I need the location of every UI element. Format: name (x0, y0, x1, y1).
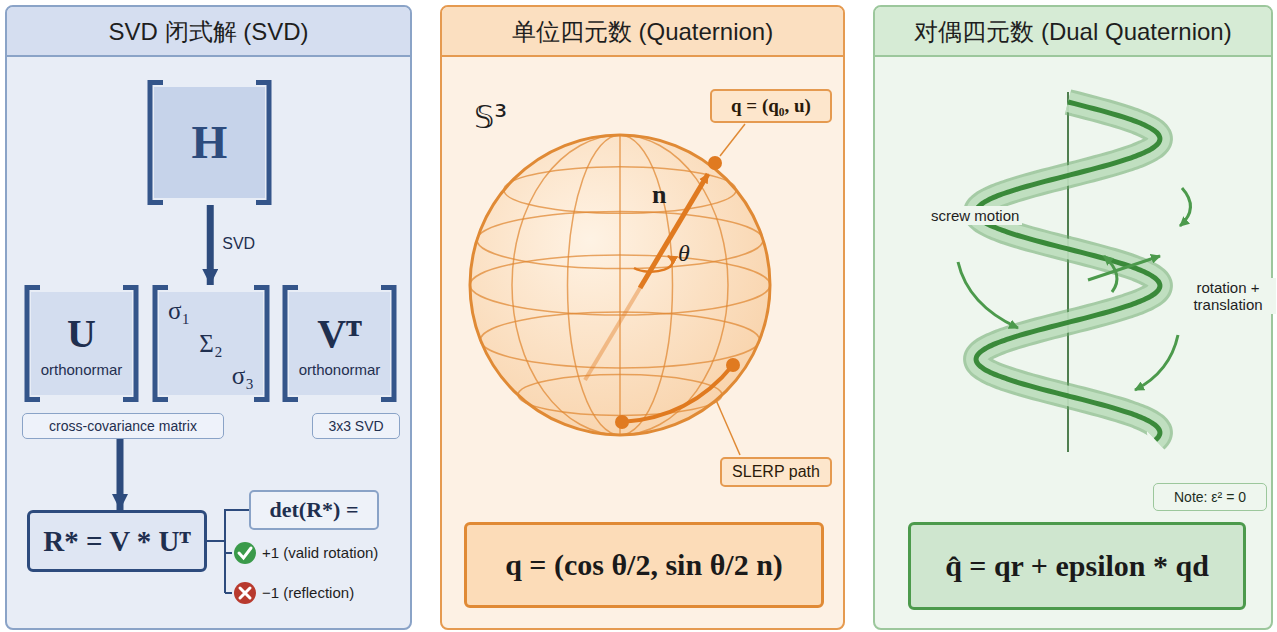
check-icon (234, 542, 256, 564)
panel: SVD 闭式解 (SVD) H Uorthonormar σ₁ Σ₂ σ₃ Vᵀ orthon… (5, 5, 412, 630)
matrix-fill (289, 292, 390, 395)
matrix-fill (159, 292, 263, 395)
motion-label: screw motion (928, 206, 1022, 225)
node-text: Vᵀ (317, 310, 361, 357)
bracket-line (225, 541, 232, 593)
matrix-fill (31, 292, 132, 395)
node-text: q = (q₀, u) (731, 95, 811, 117)
node-text: SVD 闭式解 (SVD) (7, 7, 410, 57)
node-text: 对偶四元数 (Dual Quaternion) (875, 7, 1271, 57)
matrix-box: σ₁ Σ₂ σ₃ (152, 285, 270, 402)
space-symbol: 𝕊³ (474, 98, 507, 136)
slerp-path (622, 365, 733, 422)
longitude-line (619, 135, 621, 435)
node-subtext: orthonormar (299, 361, 381, 378)
helix-ribbon (976, 102, 1160, 440)
leader-line (716, 400, 740, 455)
node-subtext: Σ₂ (199, 330, 222, 358)
slerp-point (726, 358, 740, 372)
node-text: SLERP path (732, 463, 820, 481)
slerp-point (615, 415, 629, 429)
angle-symbol: θ (678, 240, 690, 267)
connector (207, 510, 249, 541)
check-mark (239, 548, 251, 558)
node-text: R* = V * Uᵀ (43, 525, 190, 558)
motion-label: rotation + translation (1180, 278, 1276, 314)
formula-box: R* = V * Uᵀ (27, 510, 207, 572)
edge-label: SVD (222, 235, 255, 253)
rotation-arc (634, 256, 673, 272)
formula-box: q = (cos θ/2, sin θ/2 n) (464, 522, 824, 608)
panel-ground (5, 5, 412, 630)
connector (117, 439, 124, 510)
node-subtext: σ₃ (232, 362, 254, 390)
tag-box: 3x3 SVD (312, 413, 400, 439)
translation-arrow (1088, 256, 1160, 280)
outcome-label: +1 (valid rotation) (262, 544, 378, 561)
cross-icon (234, 582, 256, 604)
longitude-line (512, 135, 728, 435)
leader-line (720, 124, 745, 156)
panel-ground (873, 5, 1273, 630)
connector (207, 205, 214, 285)
node-text: q̂ = qr + epsilon * qd (945, 549, 1209, 583)
panel-ground (440, 5, 845, 630)
motion-arrow (1135, 335, 1178, 390)
condition-box: det(R*) = (249, 490, 379, 530)
motion-arrow (1180, 188, 1191, 226)
helix-centerline (976, 102, 1160, 440)
node-text: σ₁ (168, 297, 190, 325)
callout-box: SLERP path (720, 457, 832, 487)
note-box: Note: ε² = 0 (1153, 483, 1267, 511)
outcome-label: −1 (reflection) (262, 584, 354, 601)
matrix-bracket (155, 288, 267, 400)
formula-box: q̂ = qr + epsilon * qd (908, 522, 1246, 610)
tag-box: cross-covariance matrix (22, 413, 224, 439)
cross-mark (240, 588, 250, 598)
motion-arrow (958, 262, 1018, 328)
helix-ribbon-edge (976, 102, 1160, 440)
matrix-bracket (285, 288, 394, 400)
matrix-box: Uorthonormar (24, 285, 139, 402)
matrix-fill (154, 87, 265, 198)
node-text: Note: ε² = 0 (1174, 489, 1246, 505)
node-text: 3x3 SVD (328, 418, 383, 434)
node-text: det(R*) = (270, 497, 359, 523)
axis-symbol: n (652, 180, 666, 210)
quaternion-point (708, 156, 722, 170)
node-text: q = (cos θ/2, sin θ/2 n) (505, 548, 783, 582)
axis-faded (585, 288, 640, 380)
node-text: H (192, 116, 228, 169)
sphere-outline (470, 135, 770, 435)
node-text: cross-covariance matrix (49, 418, 197, 434)
matrix-bracket (150, 83, 269, 203)
panel: 对偶四元数 (Dual Quaternion) Note: ε² = 0 q̂ = … (873, 5, 1273, 630)
matrix-bracket (27, 288, 136, 400)
node-text: 单位四元数 (Quaternion) (442, 7, 843, 57)
sphere (470, 135, 770, 435)
matrix-box: Vᵀ orthonormar (282, 285, 397, 402)
node-subtext: orthonormar (41, 361, 123, 378)
longitude-line (568, 135, 673, 435)
callout-box: q = (q₀, u) (710, 89, 832, 123)
matrix-box: H (147, 80, 272, 205)
node-text: U (67, 310, 96, 357)
